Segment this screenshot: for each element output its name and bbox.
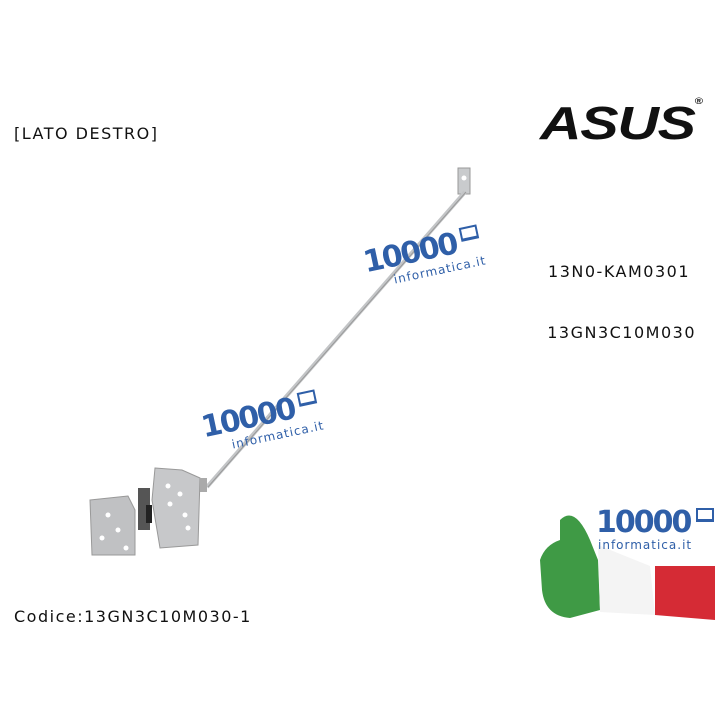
product-code: Codice:13GN3C10M030-1 — [14, 607, 252, 626]
laptop-icon — [459, 224, 480, 242]
side-label: [LATO DESTRO] — [14, 124, 159, 143]
store-logo: 10000 informatica.it — [596, 508, 715, 552]
asus-logo: ASUS® — [540, 96, 703, 149]
laptop-icon — [696, 508, 715, 522]
laptop-icon — [297, 389, 318, 407]
hinge-icon — [89, 167, 471, 556]
part-number-1: 13N0-KAM0301 — [548, 262, 690, 281]
flag-thumbs-up — [540, 515, 715, 620]
part-number-2: 13GN3C10M030 — [547, 323, 696, 342]
